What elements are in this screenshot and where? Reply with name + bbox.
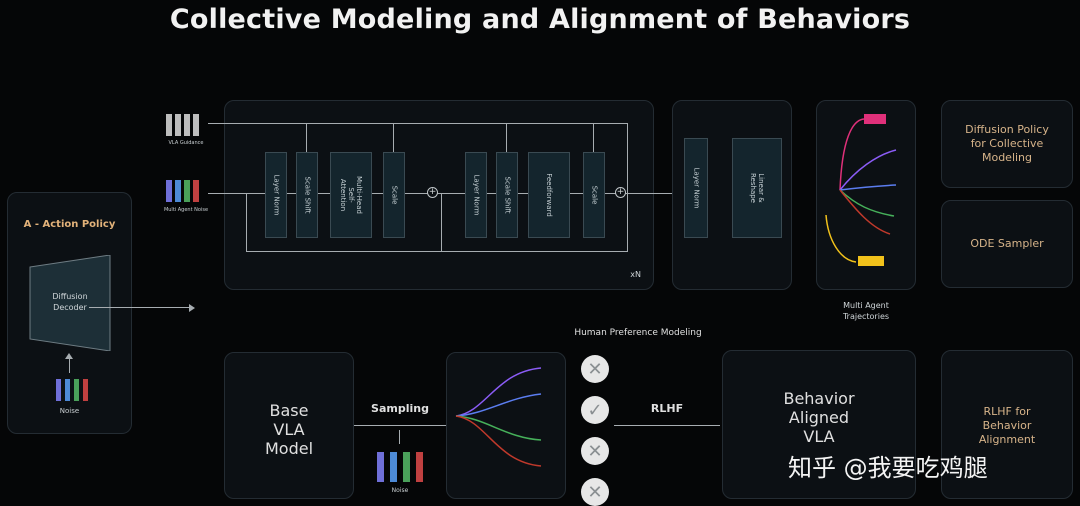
sampling-noise-label: Noise xyxy=(391,487,409,494)
add-icon: + xyxy=(615,187,626,198)
human-preference-label: Human Preference Modeling xyxy=(574,328,702,338)
base-vla-model-label: Base VLA Model xyxy=(264,401,314,458)
add-icon: + xyxy=(427,187,438,198)
vla-guidance-label: VLA Guidance xyxy=(168,140,204,146)
rlhf-label: RLHF xyxy=(650,402,684,415)
transformer-panel: xN xyxy=(224,100,654,290)
noise-bars-icon xyxy=(56,379,88,401)
reject-icon: ✕ xyxy=(581,437,609,465)
guidance-line xyxy=(208,123,628,124)
connector-line xyxy=(89,307,191,308)
layer-norm-block: Layer Norm xyxy=(265,152,287,238)
linear-reshape-block: Linear & Reshape xyxy=(732,138,782,238)
layer-norm-block: Layer Norm xyxy=(465,152,487,238)
sample-trajectories-plot xyxy=(455,367,542,467)
label-diffusion-policy: Diffusion Policy for Collective Modeling xyxy=(941,100,1073,188)
page-title: Collective Modeling and Alignment of Beh… xyxy=(169,4,911,35)
sampling-noise-icon xyxy=(377,452,423,482)
label-rlhf-alignment: RLHF for Behavior Alignment xyxy=(941,350,1073,499)
action-policy-panel: A - Action Policy Diffusion Decoder Nois… xyxy=(7,192,132,434)
reject-icon: ✕ xyxy=(581,478,609,506)
multi-agent-noise-icon xyxy=(166,180,199,202)
self-attention-block: Multi-Head Self-Attention xyxy=(330,152,372,238)
aligned-vla-model-panel: Behavior Aligned VLA xyxy=(722,350,916,499)
scale-shift-block: Scale Shift xyxy=(296,152,318,238)
sampling-label: Sampling xyxy=(371,402,429,415)
sample-trajectories-panel xyxy=(446,352,566,499)
scale-block: Scale xyxy=(383,152,405,238)
action-policy-title: A - Action Policy xyxy=(23,219,116,230)
aligned-vla-model-label: Behavior Aligned VLA xyxy=(783,389,855,446)
reject-icon: ✕ xyxy=(581,355,609,383)
trajectories-plot xyxy=(825,114,897,266)
up-arrow-icon xyxy=(69,355,70,373)
diffusion-decoder-shape xyxy=(29,255,111,351)
diffusion-decoder-label: Diffusion Decoder xyxy=(52,292,88,312)
layer-norm-block: Layer Norm xyxy=(684,138,708,238)
rlhf-line xyxy=(614,425,720,426)
residual-line xyxy=(246,251,628,252)
scale-block: Scale xyxy=(583,152,605,238)
multi-agent-noise-label: Multi Agent Noise xyxy=(163,207,209,213)
trajectories-label: Multi Agent Trajectories xyxy=(842,301,890,321)
label-ode-sampler: ODE Sampler xyxy=(941,200,1073,288)
vla-guidance-icon xyxy=(166,114,199,136)
noise-line xyxy=(208,193,620,194)
watermark: 知乎 @我要吃鸡腿 xyxy=(788,454,988,482)
repeat-label: xN xyxy=(630,270,641,279)
feedforward-block: Feedforward xyxy=(528,152,570,238)
accept-icon: ✓ xyxy=(581,396,609,424)
base-vla-model-panel: Base VLA Model xyxy=(224,352,354,499)
scale-shift-block: Scale Shift xyxy=(496,152,518,238)
traj-end-marker xyxy=(858,256,884,266)
sampling-line xyxy=(354,425,446,426)
traj-start-marker xyxy=(864,114,886,124)
noise-label: Noise xyxy=(59,407,80,415)
arrow-right-icon xyxy=(189,304,195,312)
